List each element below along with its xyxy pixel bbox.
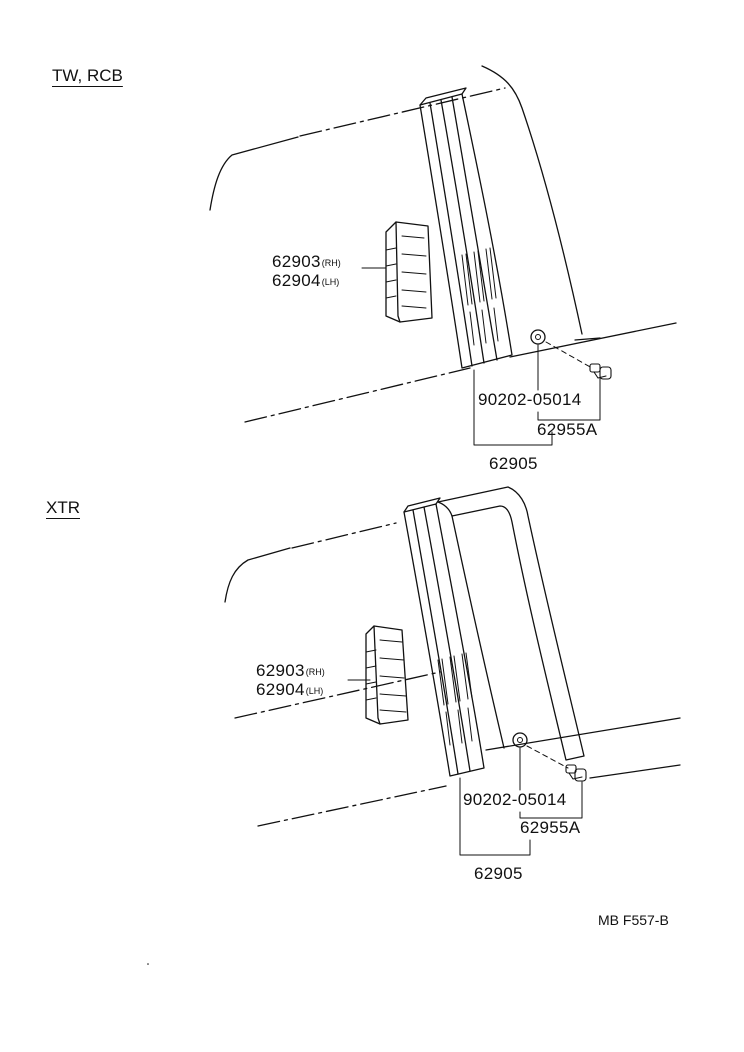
top-louver-cover [386, 222, 432, 322]
top-part-62904: 62904 [272, 271, 321, 290]
bottom-cab-right-line [486, 718, 680, 750]
top-garnish-rib-3 [452, 97, 497, 360]
bottom-garnish-cap [404, 498, 440, 512]
bottom-clip-part-label: 62955A [520, 818, 581, 837]
bottom-assembly-part-label: 62905 [474, 864, 523, 883]
bottom-cab-lower2-dashdot [258, 786, 446, 826]
bottom-side-lh: (LH) [305, 686, 324, 696]
bottom-garnish-vents [438, 653, 472, 745]
top-washer [531, 330, 545, 344]
top-clip-part-label: 62955A [537, 420, 598, 439]
bottom-garnish-rib-1 [413, 510, 458, 774]
bottom-cab-roof-line [225, 548, 290, 602]
bottom-section-drawing [225, 487, 680, 855]
bottom-louver-part-label-lh: 62904(LH) [256, 680, 323, 700]
top-cab-roof-line [210, 137, 298, 210]
bottom-window-frame-inner [452, 516, 504, 748]
bottom-cab-roof-dashdot [292, 523, 396, 548]
bottom-clip-dashed-line [527, 746, 568, 768]
top-garnish-vents [462, 248, 498, 345]
top-section-drawing [210, 66, 676, 445]
top-62955a-bracket [538, 378, 600, 420]
bottom-part-62904: 62904 [256, 680, 305, 699]
top-part-62903: 62903 [272, 252, 321, 271]
bottom-garnish-outer [404, 504, 484, 776]
top-clip-dashed-line [546, 342, 592, 368]
bottom-side-rh: (RH) [305, 667, 325, 677]
bottom-window-frame-outer [438, 487, 584, 760]
top-garnish-top-cap [420, 88, 466, 105]
bottom-louver-cover [366, 626, 408, 724]
section-header-xtr: XTR [46, 498, 80, 517]
top-cab-roof-dashdot [300, 88, 505, 136]
top-62905-bracket [474, 370, 552, 445]
bottom-clip [566, 765, 586, 781]
bottom-fastener-part-label: 90202-05014 [463, 790, 567, 809]
top-cab-rear-edge [482, 66, 582, 334]
bottom-62905-bracket [460, 778, 530, 855]
top-garnish-outer [420, 94, 512, 368]
bottom-cab-right-lower [590, 765, 680, 778]
bottom-part-62903: 62903 [256, 661, 305, 680]
top-clip [590, 364, 611, 379]
top-cab-side-line [575, 338, 600, 340]
top-side-lh: (LH) [321, 277, 340, 287]
bottom-62955a-bracket [520, 782, 582, 818]
top-assembly-part-label: 62905 [489, 454, 538, 473]
top-cab-lower-line [510, 323, 676, 357]
top-garnish-rib-1 [430, 103, 472, 366]
bottom-washer [513, 733, 527, 747]
bottom-louver-part-label-rh: 62903(RH) [256, 661, 325, 681]
top-garnish-rib-2 [441, 100, 484, 363]
top-louver-part-label-rh: 62903(RH) [272, 252, 341, 272]
top-side-rh: (RH) [321, 258, 341, 268]
figure-code: MB F557-B [598, 912, 669, 928]
stray-dot [147, 963, 149, 965]
top-fastener-part-label: 90202-05014 [478, 390, 582, 409]
bottom-garnish-rib-2 [424, 507, 470, 771]
section-header-tw-rcb: TW, RCB [52, 66, 123, 85]
top-louver-part-label-lh: 62904(LH) [272, 271, 339, 291]
top-cab-lower-dashdot [245, 368, 470, 422]
